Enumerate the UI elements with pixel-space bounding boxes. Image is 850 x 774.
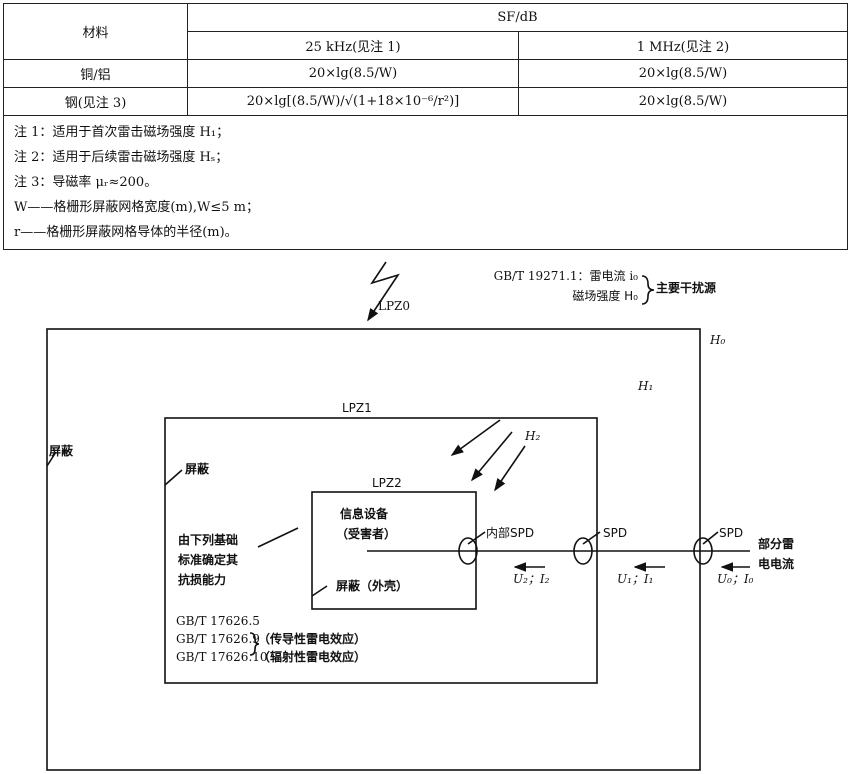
header-sf: SF/dB [187,3,848,32]
note: 注 1：适用于首次雷击磁场强度 H₁； [14,125,230,140]
spd1-icon [573,537,593,565]
effect-label: （辐射性雷电效应） [258,649,366,664]
victim-label: （受害者） [336,526,396,541]
h1-label: H₁ [637,379,653,393]
main-source: 主要干扰源 [656,280,716,295]
lightning-icon [367,261,400,322]
u0-label: U₀；I₀ [717,572,754,586]
lpz1-label: LPZ1 [342,401,372,415]
immunity-label: 标准确定其 [177,552,238,567]
note: r——格栅形屏蔽网格导体的半径(m)。 [14,225,238,240]
source-field: 磁场强度 H₀ [572,288,638,303]
u2-label: U₂；I₂ [513,572,550,586]
spd-internal-icon [458,537,478,565]
note: 注 3：导磁率 μᵣ≈200。 [14,175,158,190]
table-row: 钢(见注 3)20×lg[(8.5/W)/√(1+18×10⁻⁶/r²)]20×… [3,87,848,116]
header-1mhz: 1 MHz(见注 2) [518,31,848,60]
h2-arrow [470,431,513,482]
note: W——格栅形屏蔽网格宽度(m),W≤5 m； [14,200,259,215]
effect-label: （传导性雷电效应） [258,631,366,646]
cell-1mhz: 20×lg(8.5/W) [518,87,848,116]
std-label: GB/T 17626.5 [176,614,260,628]
shield-case-label: 屏蔽（外壳） [335,578,408,593]
shield-outer-label: 屏蔽 [48,443,74,458]
spd-internal-label: 内部SPD [486,525,534,540]
table-notes: 注 1：适用于首次雷击磁场强度 H₁； 注 2：适用于后续雷击磁场强度 Hₛ； … [3,115,848,250]
immunity-label: 由下列基础 [178,532,238,547]
h2-arrow [450,419,501,456]
u1-label: U₁；I₁ [617,572,653,586]
header-material: 材料 [3,3,188,60]
note: 注 2：适用于后续雷击磁场强度 Hₛ； [14,150,229,165]
partial-current-label: 部分雷 [758,536,794,551]
lpz0-label: LPZ0 [378,299,410,313]
partial-current-label: 电电流 [758,556,794,571]
h0-label: H₀ [709,333,725,347]
spd1-label: SPD [603,526,627,540]
spd0-icon [693,537,713,565]
std-label: GB/T 17626.10 [176,650,268,664]
immunity-label: 抗损能力 [178,572,226,587]
h2-label: H₂ [524,429,540,443]
spd0-label: SPD [719,526,743,540]
shield-lpz1-label: 屏蔽 [184,461,210,476]
cell-1mhz: 20×lg(8.5/W) [518,59,848,88]
cell-material: 钢(见注 3) [3,87,188,116]
lpz0-boundary [46,328,701,771]
source-std: GB/T 19271.1：雷电流 i₀ [494,269,639,283]
std-label: GB/T 17626.9 [176,632,260,646]
device-label: 信息设备 [340,506,389,521]
h2-arrow [494,445,526,492]
cell-25khz: 20×lg(8.5/W) [187,59,519,88]
lpz2-label: LPZ2 [372,476,402,490]
cell-25khz: 20×lg[(8.5/W)/√(1+18×10⁻⁶/r²)] [187,87,519,116]
